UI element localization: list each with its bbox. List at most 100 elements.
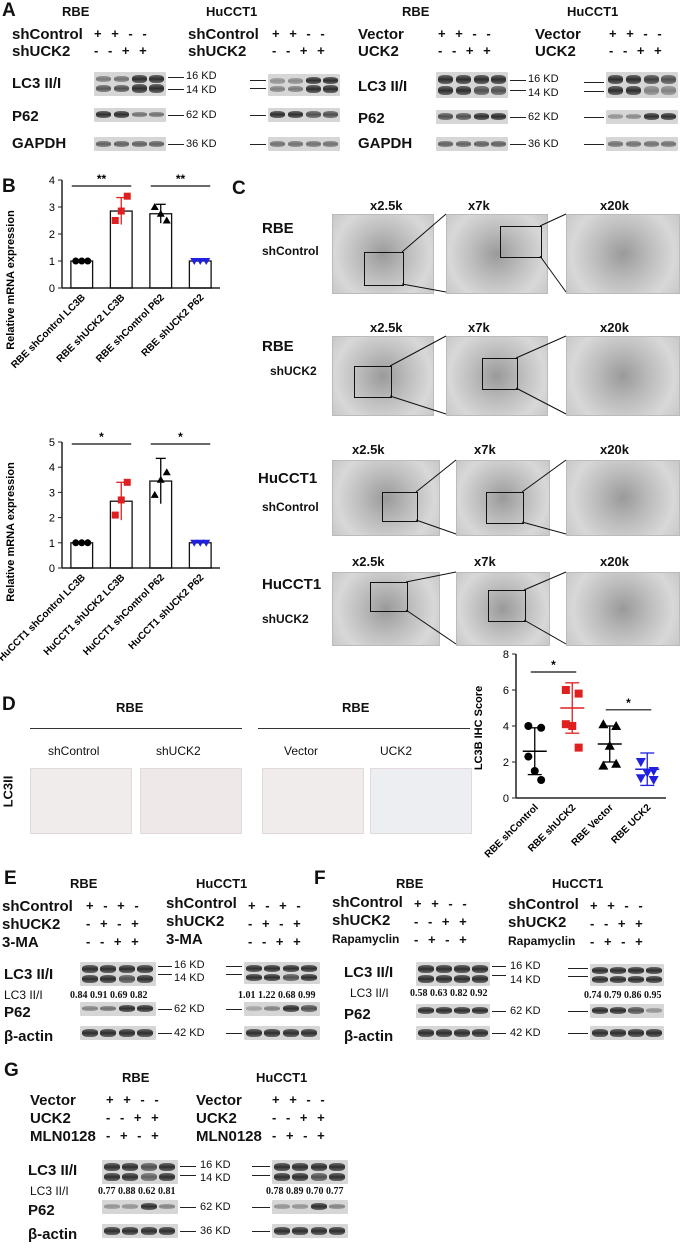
panel-letter-e: E: [4, 868, 17, 889]
e-hucct1: HuCCT1: [196, 876, 248, 891]
bar: [188, 260, 212, 289]
category-label: RBE shUCK2 LC3B: [55, 292, 128, 365]
c-cond-r3: shControl: [262, 500, 319, 514]
g-signs-1: + + - -: [106, 1092, 162, 1107]
c-zoom-box-r4: [370, 582, 408, 612]
c-zoom-box-r2: [354, 366, 392, 398]
data-point: [111, 217, 119, 224]
g-kd14: 14 KD: [200, 1172, 231, 1184]
e-actin: β-actin: [4, 1028, 54, 1045]
c-cell-r1: RBE: [262, 220, 294, 237]
y-tick-label: 0: [503, 793, 509, 805]
f-lc3: LC3 II/I: [344, 964, 394, 981]
data-point: [84, 539, 92, 547]
e-drug-2: 3-MA: [166, 931, 203, 948]
a-kd36: 36 KD: [186, 138, 217, 150]
g-uck2-2: UCK2: [196, 1110, 237, 1127]
a-signs-3: + + - -: [272, 26, 328, 41]
category-label: RBE shControl P62: [94, 292, 167, 365]
b-ylabel-2: Relative mRNA expression: [5, 462, 17, 602]
a-signs-7: + + - -: [609, 26, 665, 41]
c-mag-r1-2: x7k: [468, 198, 490, 213]
y-tick-label: 2: [503, 757, 509, 769]
e-blot-actin-hucct1: [244, 1026, 320, 1040]
e-ratios-hucct1: 1.01 1.22 0.68 0.99: [238, 990, 316, 1001]
c-em-r4-2: [456, 572, 550, 646]
data-point: [78, 539, 86, 547]
g-ratios-rbe: 0.77 0.88 0.62 0.81: [98, 1186, 176, 1197]
c-zoom-box-r3b: [486, 492, 524, 524]
panel-letter-c: C: [232, 178, 246, 199]
data-point: [196, 539, 205, 547]
f-shuck2-2: shUCK2: [508, 914, 567, 931]
panel-letter-g: G: [4, 1060, 19, 1081]
y-tick-label: 2: [49, 229, 55, 241]
panel-letter-f: F: [314, 868, 326, 889]
f-p62: P62: [344, 1006, 371, 1023]
c-em-r1-3: [566, 214, 680, 294]
a-shcontrol-label-2: shControl: [188, 26, 259, 43]
c-mag-r4-2: x7k: [474, 554, 496, 569]
a-blot-gapdh-hucct1-oe: [606, 137, 678, 151]
data-point: [561, 720, 570, 729]
a-shuck2-label-2: shUCK2: [188, 43, 247, 60]
g-rbe: RBE: [122, 1070, 150, 1085]
data-point: [117, 207, 125, 215]
a-rbe-label-1: RBE: [62, 4, 90, 19]
f-ratios-rbe: 0.58 0.63 0.82 0.92: [410, 988, 488, 999]
data-point: [635, 774, 646, 784]
a-kd62-2: 62 KD: [528, 111, 559, 123]
category-label: HuCCT1 shUCK2 P62: [127, 572, 207, 652]
e-p62: P62: [4, 1004, 31, 1021]
d-sig: **: [530, 658, 652, 711]
d-cond-2: shUCK2: [156, 744, 201, 758]
y-tick-label: 4: [49, 175, 55, 187]
d-ylabel: LC3B IHC Score: [473, 686, 485, 770]
e-signs-1: + - + -: [86, 898, 142, 913]
e-blot-p62-rbe: [80, 1002, 156, 1016]
c-em-r2-2: [446, 336, 548, 416]
f-kd42: 42 KD: [510, 1027, 541, 1039]
y-tick-label: 6: [503, 685, 509, 697]
a-kd16-2: 16 KD: [528, 73, 559, 85]
c-mag-r4-1: x2.5k: [352, 554, 385, 569]
category-label: HuCCT1 shUCK2 LC3B: [42, 572, 128, 658]
c-em-r2-3: [566, 336, 680, 416]
a-kd14-2: 14 KD: [528, 87, 559, 99]
data-point: [123, 478, 131, 486]
data-point: [123, 192, 131, 200]
data-point: [72, 539, 80, 547]
c-mag-r3-3: x20k: [600, 442, 629, 457]
f-signs-3: - + - +: [414, 932, 470, 947]
data-point: [598, 760, 609, 770]
data-point: [190, 258, 199, 265]
e-lc3ratio: LC3 II/I: [4, 988, 43, 1002]
f-blot-p62-hucct1: [590, 1004, 664, 1018]
c-mag-r4-3: x20k: [600, 554, 629, 569]
data-point: [72, 257, 80, 265]
data-point: [150, 490, 159, 498]
a-shuck2-label: shUCK2: [12, 43, 71, 60]
c-mag-r1-1: x2.5k: [370, 198, 403, 213]
g-drug: MLN0128: [30, 1128, 96, 1145]
y-tick-label: 8: [503, 649, 509, 661]
category-label: RBE shControl LC3B: [9, 292, 87, 370]
category-label: RBE UCK2: [609, 802, 653, 846]
e-drug: 3-MA: [2, 934, 39, 951]
f-rbe: RBE: [396, 876, 424, 891]
g-signs-4: + + - -: [272, 1092, 328, 1107]
g-hucct1: HuCCT1: [256, 1070, 308, 1085]
e-shcontrol: shControl: [2, 898, 73, 915]
b-sig-2: **: [71, 430, 211, 445]
d-cond-4: UCK2: [380, 744, 413, 758]
d-ihc-4: [370, 768, 472, 834]
a-blot-p62-rbe: [94, 108, 166, 122]
data-point: [190, 539, 199, 547]
significance-mark: *: [626, 696, 631, 710]
bar: [70, 542, 94, 569]
data-point: [574, 689, 583, 698]
